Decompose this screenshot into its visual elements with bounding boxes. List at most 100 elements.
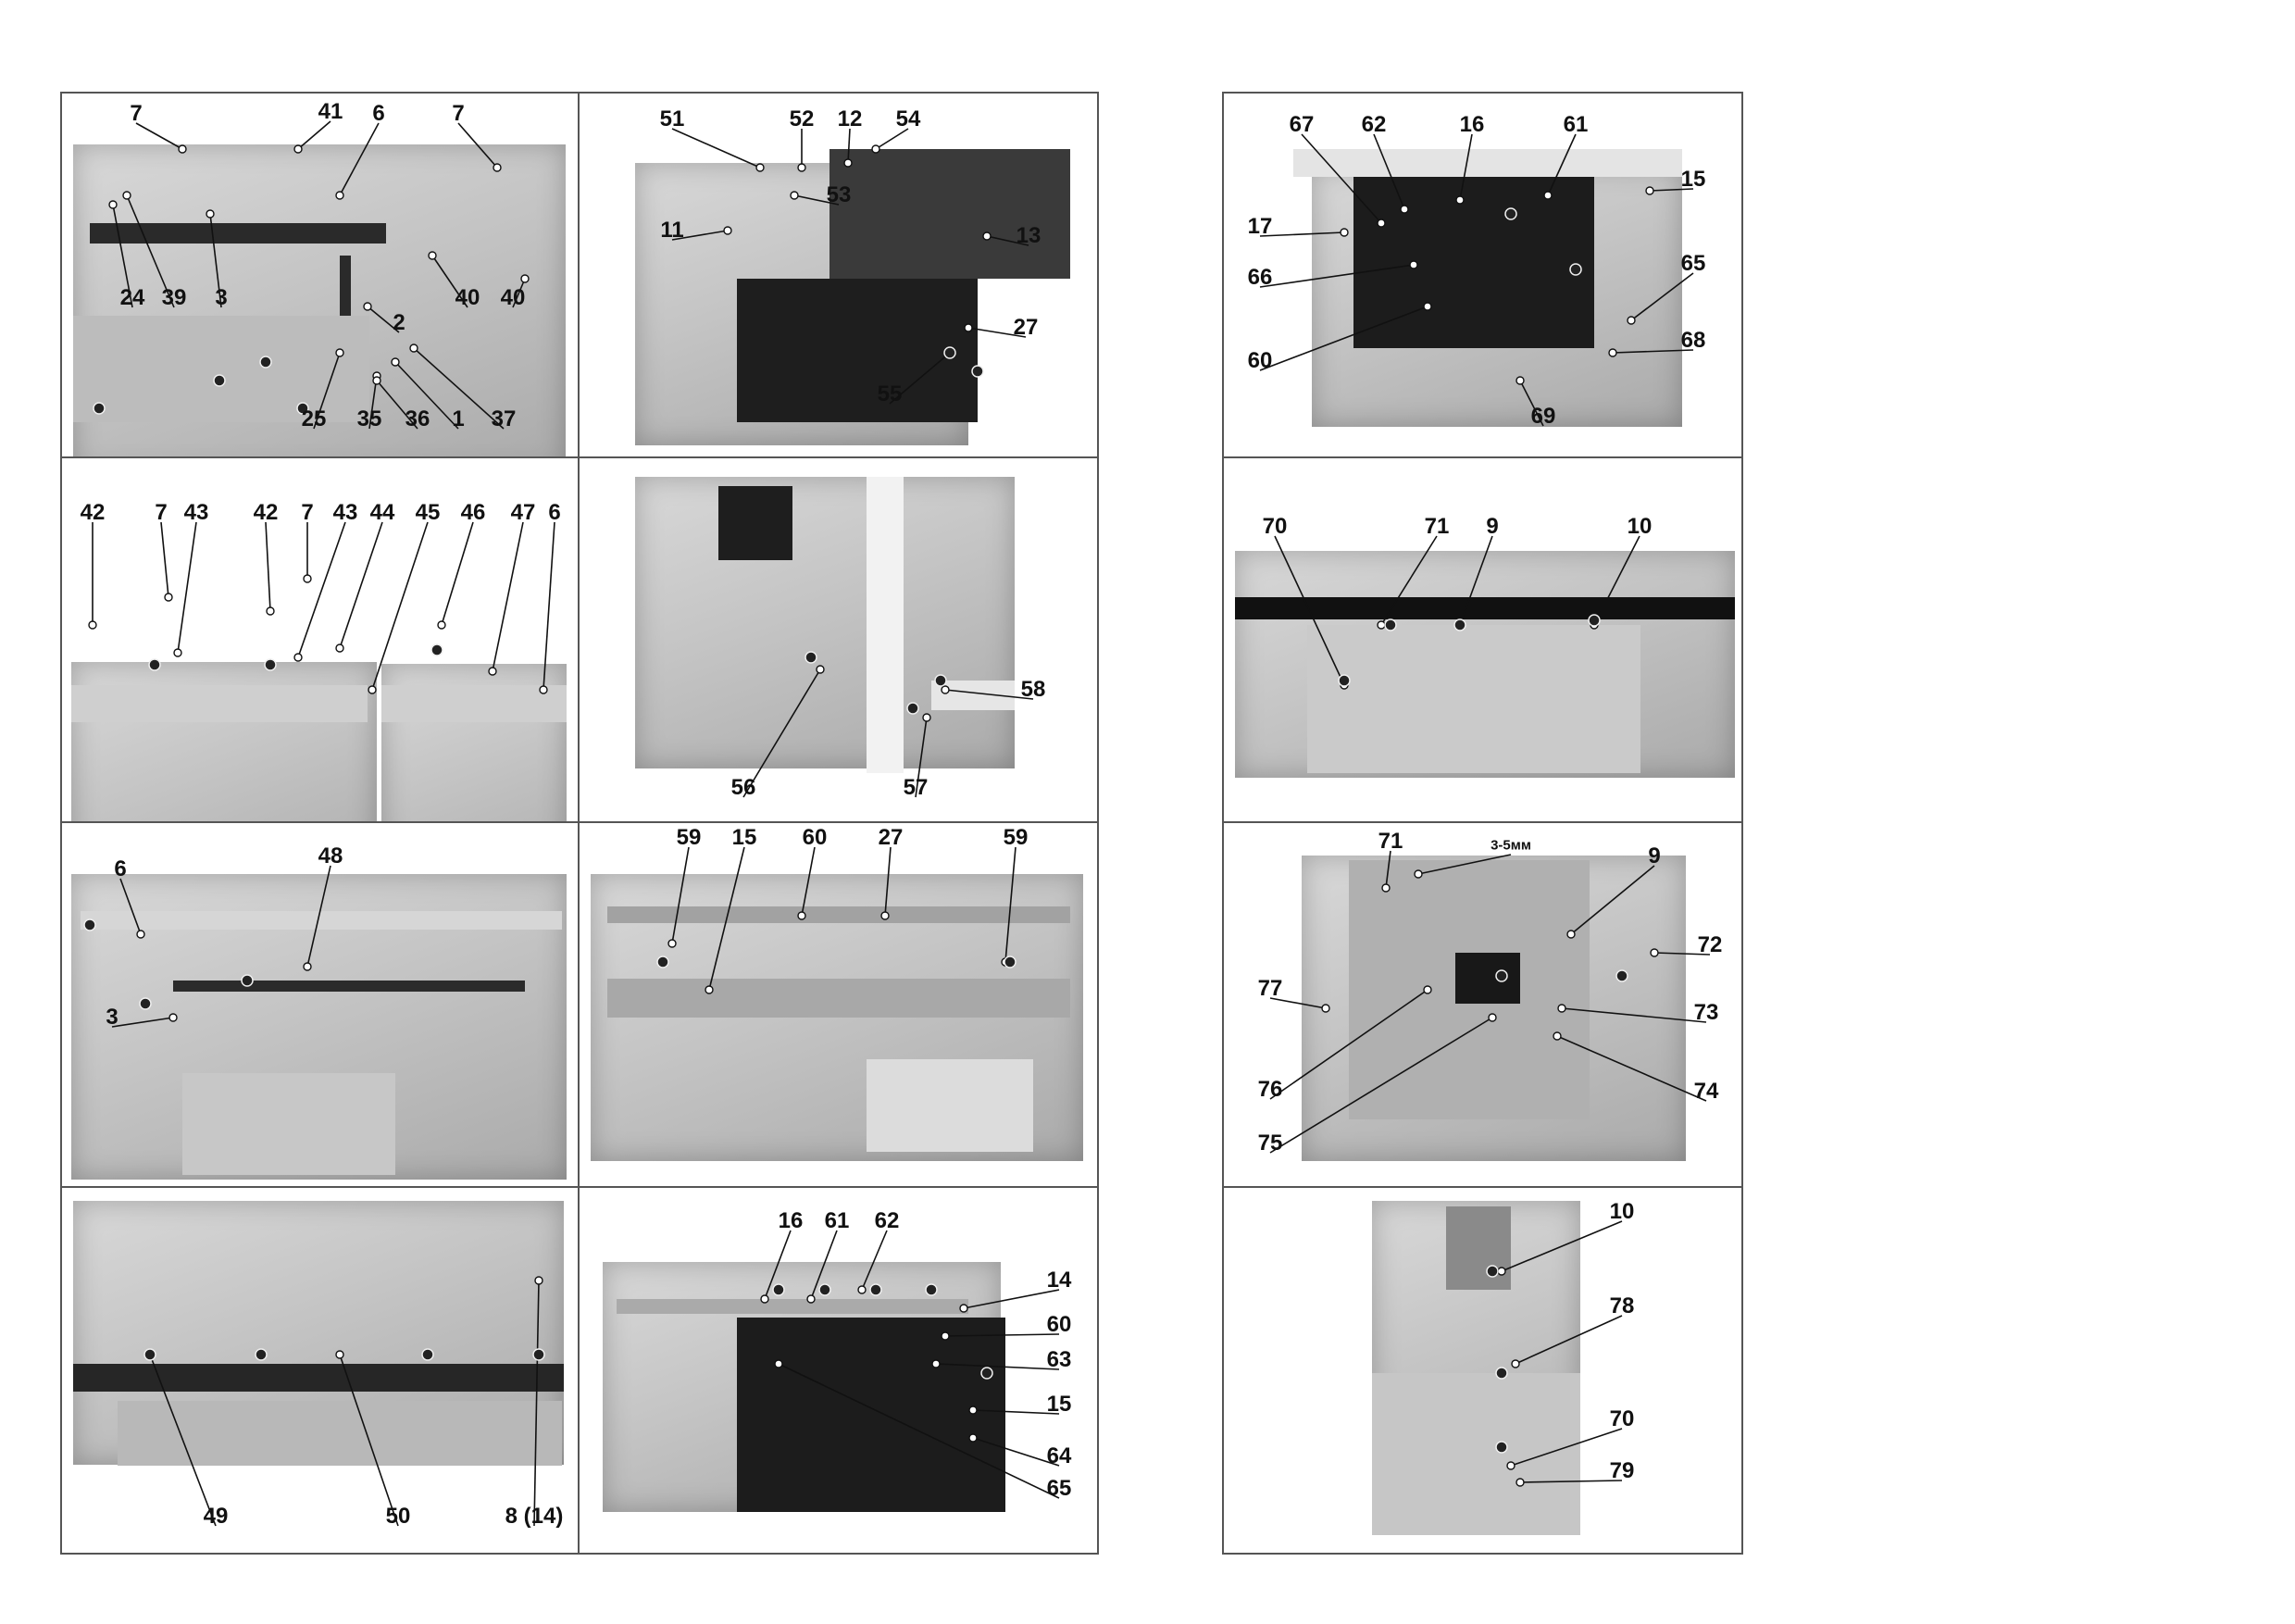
leader-line — [177, 521, 197, 654]
callout-label: 66 — [1247, 265, 1273, 290]
callout-label: 12 — [837, 106, 863, 131]
machine-part-shape — [867, 1059, 1033, 1152]
callout-label: 60 — [1247, 348, 1273, 373]
callout-label: 6 — [114, 856, 127, 881]
callout-label: 48 — [318, 843, 343, 868]
callout-label: 75 — [1257, 1131, 1283, 1156]
callout-label: 36 — [405, 406, 430, 431]
callout-label: 54 — [895, 106, 921, 131]
callout-label: 43 — [183, 500, 209, 525]
callout-label: 3 — [215, 285, 228, 310]
machine-part-shape — [829, 149, 1070, 279]
callout-label: 10 — [1609, 1199, 1635, 1224]
callout-label: 42 — [80, 500, 106, 525]
callout-label: 61 — [1563, 112, 1589, 137]
machine-part-shape — [737, 1318, 1005, 1512]
callout-label: 6 — [548, 500, 561, 525]
machine-part-shape — [182, 1073, 395, 1175]
leader-line — [297, 521, 346, 658]
callout-label: 59 — [1003, 825, 1029, 850]
callout-label: 47 — [510, 500, 536, 525]
fastener-marker — [430, 643, 443, 656]
callout-label: 1 — [452, 406, 465, 431]
callout-label: 44 — [369, 500, 395, 525]
callout-label: 65 — [1046, 1476, 1072, 1501]
callout-label: 6 — [372, 101, 385, 126]
callout-label: 62 — [874, 1208, 900, 1233]
callout-label: 40 — [500, 285, 526, 310]
callout-label: 37 — [491, 406, 517, 431]
callout-label: 9 — [1486, 514, 1499, 539]
machine-part-shape — [118, 1401, 562, 1466]
callout-label: 58 — [1020, 677, 1046, 702]
machine-part-shape — [1293, 149, 1682, 177]
leader-dot — [293, 653, 303, 662]
callout-label: 39 — [161, 285, 187, 310]
callout-label: 52 — [789, 106, 815, 131]
machine-part-shape — [1307, 625, 1640, 773]
callout-label: 7 — [155, 500, 168, 525]
callout-label: 27 — [878, 825, 904, 850]
machine-part-shape — [381, 685, 567, 722]
callout-label: 56 — [730, 775, 756, 800]
callout-label: 62 — [1361, 112, 1387, 137]
callout-label: 76 — [1257, 1077, 1283, 1102]
callout-label: 8 (14) — [505, 1504, 564, 1529]
machine-part-shape — [931, 681, 1015, 710]
callout-label: 71 — [1378, 829, 1403, 854]
callout-label: 7 — [452, 101, 465, 126]
leader-line — [671, 128, 761, 169]
callout-label: 63 — [1046, 1347, 1072, 1372]
callout-label: 72 — [1697, 932, 1723, 957]
machine-part-shape — [90, 223, 386, 244]
callout-label: 45 — [415, 500, 441, 525]
callout-label: 77 — [1257, 976, 1283, 1001]
machine-part-shape — [1353, 163, 1594, 348]
machine-part-shape — [718, 486, 792, 560]
callout-label: 71 — [1424, 514, 1450, 539]
machine-part-shape — [81, 911, 562, 930]
callout-label: 74 — [1693, 1079, 1719, 1104]
leader-dot — [164, 593, 173, 602]
callout-label: 17 — [1247, 214, 1273, 239]
callout-label: 73 — [1693, 1000, 1719, 1025]
leader-dot — [303, 574, 312, 583]
machine-part-shape — [340, 256, 351, 330]
callout-label: 57 — [903, 775, 929, 800]
callout-label: 69 — [1530, 404, 1556, 429]
leader-dot — [335, 643, 344, 653]
callout-label: 24 — [119, 285, 145, 310]
callout-label: 67 — [1289, 112, 1315, 137]
callout-label: 78 — [1609, 1293, 1635, 1318]
machine-photo — [635, 477, 1015, 768]
leader-line — [875, 128, 909, 150]
callout-label: 60 — [1046, 1312, 1072, 1337]
callout-label: 53 — [826, 182, 852, 207]
callout-label: 11 — [660, 218, 684, 243]
machine-part-shape — [607, 906, 1070, 923]
callout-label: 42 — [253, 500, 279, 525]
callout-label: 16 — [1459, 112, 1485, 137]
callout-label: 55 — [877, 381, 903, 406]
leader-dot — [173, 648, 182, 657]
machine-part-shape — [1235, 597, 1735, 619]
machine-part-shape — [73, 1364, 564, 1392]
callout-label: 70 — [1609, 1406, 1635, 1431]
callout-label: 7 — [301, 500, 314, 525]
callout-label: 3-5мм — [1491, 837, 1531, 854]
callout-label: 40 — [455, 285, 480, 310]
callout-label: 16 — [778, 1208, 804, 1233]
machine-part-shape — [1372, 1373, 1580, 1535]
callout-label: 27 — [1013, 315, 1039, 340]
callout-label: 61 — [824, 1208, 850, 1233]
leader-line — [339, 521, 383, 649]
